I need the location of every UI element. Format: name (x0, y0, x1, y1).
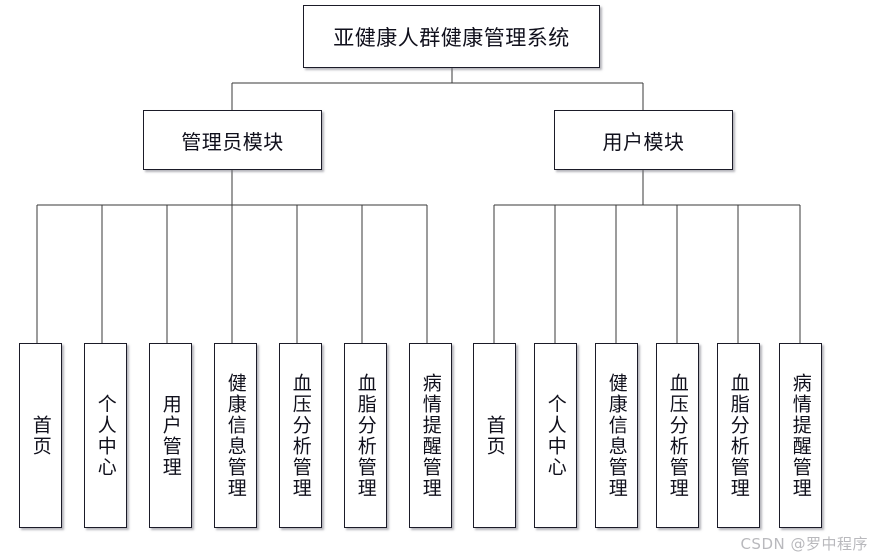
node-leaf-admin-5[interactable]: 血压分析管理 (279, 343, 322, 528)
watermark: CSDN @罗中程序 (740, 535, 868, 553)
node-leaf-admin-4[interactable]: 健康信息管理 (214, 343, 257, 528)
node-leaf-user-3-label: 健康信息管理 (605, 372, 628, 499)
node-leaf-admin-4-label: 健康信息管理 (224, 372, 247, 499)
node-leaf-user-6-label: 病情提醒管理 (789, 372, 812, 499)
node-root-label: 亚健康人群健康管理系统 (333, 25, 570, 50)
node-leaf-user-5[interactable]: 血脂分析管理 (717, 343, 760, 528)
node-leaf-admin-2-label: 个人中心 (94, 393, 117, 478)
node-leaf-admin-2[interactable]: 个人中心 (84, 343, 127, 528)
node-leaf-user-5-label: 血脂分析管理 (727, 372, 750, 499)
node-root-system[interactable]: 亚健康人群健康管理系统 (303, 5, 600, 68)
node-module-admin[interactable]: 管理员模块 (143, 110, 322, 170)
node-module-user[interactable]: 用户模块 (554, 110, 733, 170)
node-leaf-admin-7-label: 病情提醒管理 (419, 372, 442, 499)
node-leaf-admin-3[interactable]: 用户管理 (149, 343, 192, 528)
node-leaf-admin-5-label: 血压分析管理 (289, 372, 312, 499)
node-leaf-admin-3-label: 用户管理 (159, 393, 182, 478)
node-leaf-user-1-label: 首页 (483, 414, 506, 457)
node-leaf-admin-1-label: 首页 (29, 414, 52, 457)
node-leaf-admin-6-label: 血脂分析管理 (354, 372, 377, 499)
node-leaf-admin-7[interactable]: 病情提醒管理 (409, 343, 452, 528)
node-module-user-label: 用户模块 (602, 129, 685, 154)
node-leaf-user-4-label: 血压分析管理 (666, 372, 689, 499)
node-leaf-admin-6[interactable]: 血脂分析管理 (344, 343, 387, 528)
node-leaf-user-1[interactable]: 首页 (473, 343, 516, 528)
node-module-admin-label: 管理员模块 (181, 129, 284, 154)
node-leaf-user-6[interactable]: 病情提醒管理 (779, 343, 822, 528)
node-leaf-user-2[interactable]: 个人中心 (534, 343, 577, 528)
node-leaf-user-2-label: 个人中心 (544, 393, 567, 478)
node-leaf-user-3[interactable]: 健康信息管理 (595, 343, 638, 528)
node-leaf-admin-1[interactable]: 首页 (19, 343, 62, 528)
node-leaf-user-4[interactable]: 血压分析管理 (656, 343, 699, 528)
